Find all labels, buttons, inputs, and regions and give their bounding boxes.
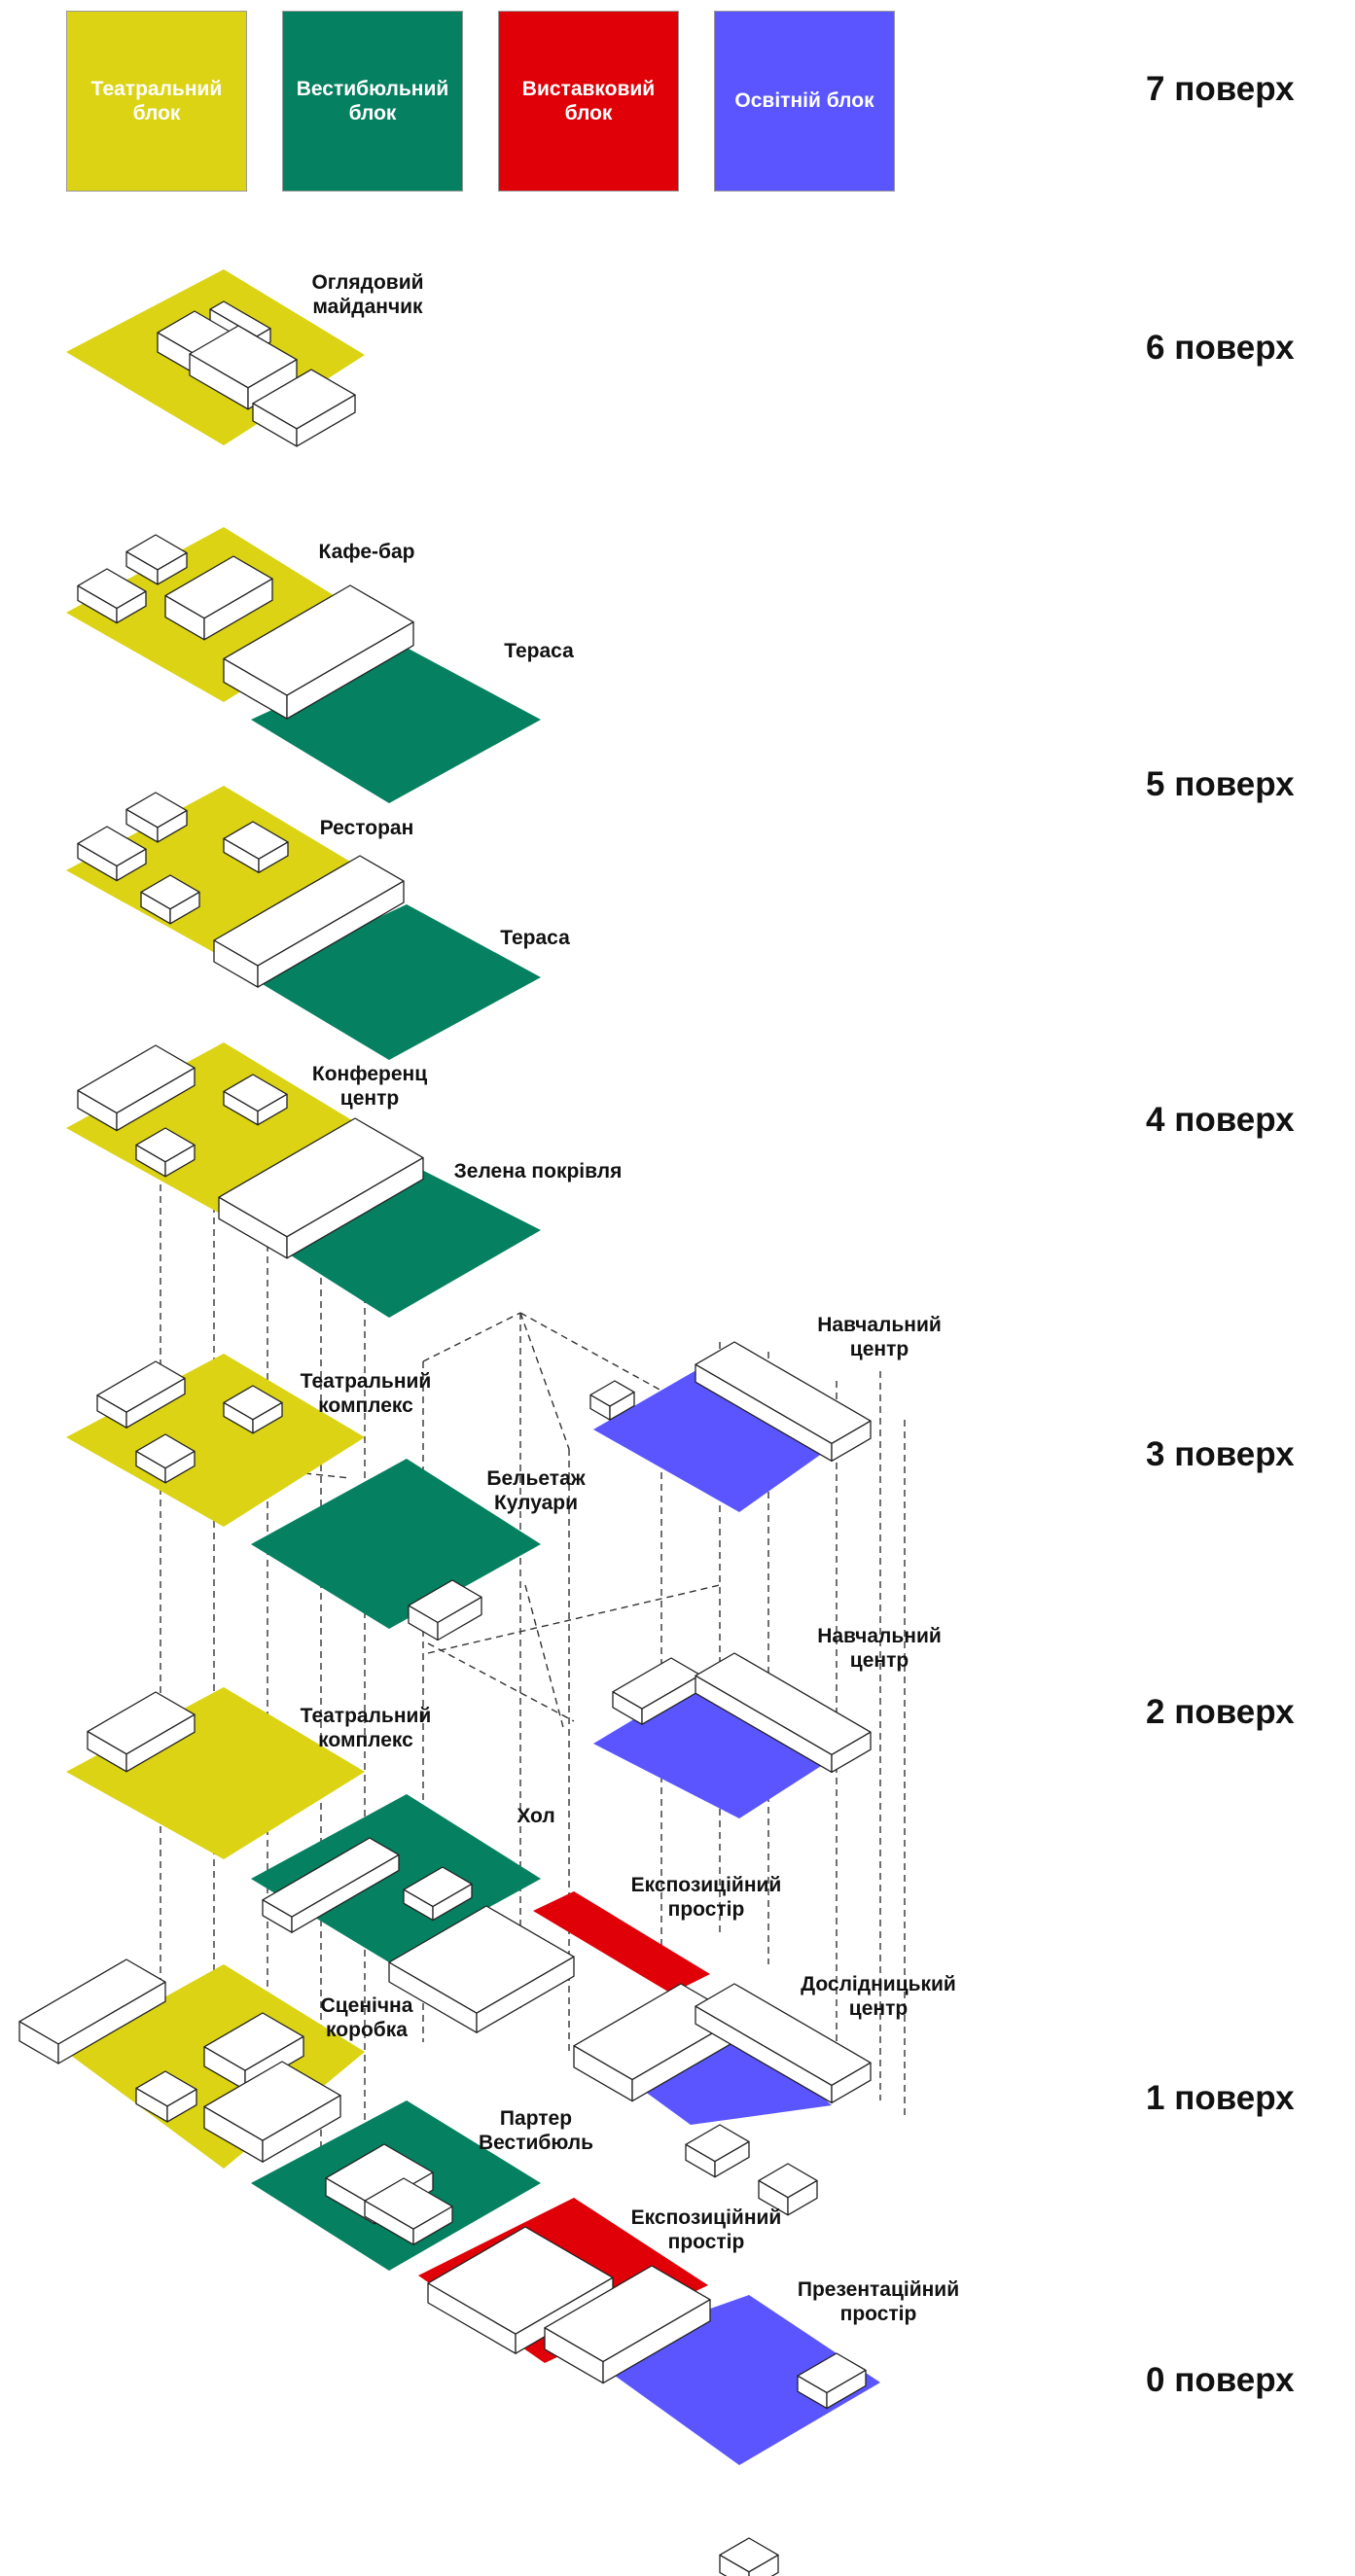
legend-exhibition-block: Виставковий блок [498,11,679,192]
plate-f2-theater [66,1687,365,1859]
block-f1-c-right [262,2095,341,2163]
block-f3-c-right [164,1450,196,1484]
dashed-diag-3 [427,1584,721,1654]
floor-label-5: 5 поверх [1146,765,1295,803]
block-f1-e-right [476,1956,575,2033]
block-f0-d-right [602,2299,711,2384]
label-terrace-6: Тераса [504,640,574,662]
block-f3-a-right [125,1377,186,1429]
block-f3-f-right [831,1420,872,1463]
block-f4b-d-right [286,1156,424,1259]
block-f4-c-right [258,841,289,873]
label-expo-1: Експозиційний простір [630,1874,782,1921]
floor-label-7: 7 поверх [1146,70,1295,108]
label-stage-box: Сценічна коробка [320,1994,413,2041]
block-f2-e-right [831,1731,872,1774]
block-f5-a-right [116,590,147,624]
floor-label-1: 1 поверх [1146,2079,1295,2117]
plate-f4-terrace [251,904,541,1060]
label-conference-center: Конференц центр [311,1063,428,1110]
block-f1-d-right [166,2088,197,2123]
volume-blocks [18,300,872,2576]
label-edu-center-3: Навчальний центр [817,1314,942,1360]
label-beletage: Бельетаж Кулуари [486,1467,586,1514]
floor-label-6: 6 поверх [1146,329,1295,367]
label-hall: Хол [517,1805,555,1827]
label-theater-complex-2: Театральний комплекс [300,1705,432,1751]
block-f4-e-right [257,880,405,988]
block-f1-g-right [831,2062,872,2104]
label-terrace-5: Тераса [500,927,570,949]
label-edu-center-2: Навчальний центр [817,1625,942,1672]
block-f4-a-right [116,848,147,882]
dashed-diag-5 [427,1642,575,1722]
legend-vestibule-block: Вестибюльний блок [282,11,463,192]
floor-label-4: 4 поверх [1146,1101,1295,1139]
block-f2-b-right [291,1853,400,1933]
block-f0-b-right [412,2205,453,2245]
block-f0-f-right [787,2179,818,2216]
floor-label-3: 3 поверх [1146,1435,1295,1473]
block-f0-g-left [719,2554,750,2576]
label-expo-0: Експозиційний простір [630,2206,782,2253]
block-f2-c-right [432,1883,473,1922]
dashed-diag-7 [164,1458,351,1479]
block-f5-c-right [203,578,273,641]
dashed-diag-1 [519,1312,570,1450]
legend-theater-block: Театральний блок [66,11,247,192]
block-f1-h-right [714,2140,750,2178]
plate-f3-beletage [251,1459,541,1629]
label-cafe-bar: Кафе-бар [318,541,415,563]
legend-education-block: Освітній блок [714,11,895,192]
block-f6-d-right [296,394,356,447]
block-f3-b-right [252,1401,283,1434]
label-research-center: Дослідницький центр [801,1973,956,2020]
block-f3-d-right [437,1596,482,1641]
block-f0-e-right [826,2369,867,2410]
block-f4b-a-right [116,1067,196,1132]
block-f5-d-right [286,621,414,720]
dashed-diag-2 [519,1312,662,1392]
label-green-roof: Зелена покрівля [453,1160,623,1182]
dashed-diag-4 [524,1584,565,1732]
plate-f2-exhibition [533,1891,710,1994]
label-parter: Партер Вестибюль [478,2107,594,2154]
block-f5-b-right [157,551,188,585]
label-observation-deck: Оглядовий майданчик [311,271,424,318]
block-f4-b-right [157,809,188,843]
block-f2-a-right [125,1713,196,1773]
plate-f3-theater [66,1354,365,1527]
dashed-diag-0 [422,1312,521,1362]
block-f0-g-right [748,2554,779,2576]
plate-f2-hall [251,1794,541,1962]
block-f1-a-right [57,1981,166,2064]
floor-label-0: 0 поверх [1146,2361,1295,2399]
block-f4b-b-right [257,1093,288,1126]
block-f4b-c-right [164,1144,196,1178]
floor-label-2: 2 поверх [1146,1693,1295,1731]
label-presentation: Презентаційний простір [797,2278,960,2325]
label-theater-complex-3: Театральний комплекс [300,1370,432,1417]
block-f4-d-right [169,891,200,925]
block-f3-e-right [609,1391,635,1421]
label-restaurant: Ресторан [319,817,414,839]
